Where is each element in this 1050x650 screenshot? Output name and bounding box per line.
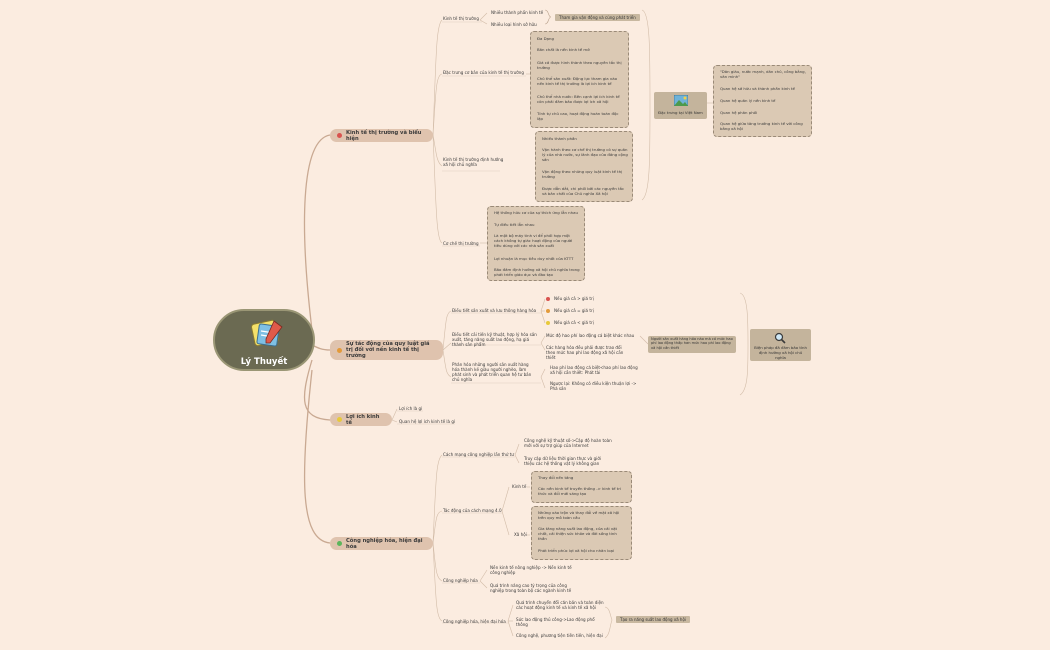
feature-item[interactable]: Đa Dạng xyxy=(537,36,554,41)
root-title: Lý Thuyết xyxy=(240,357,288,367)
vn-item[interactable]: Quan hệ sở hữu và thành phần kinh tế xyxy=(720,86,795,91)
node-differentiation[interactable]: Phân hóa những người sản xuất hàng hóa t… xyxy=(452,362,532,382)
node-modernization[interactable]: Công nghiệp hóa, hiện đại hóa xyxy=(443,619,506,624)
economy-item[interactable]: Các nền kinh tế truyền thống -> kinh tế … xyxy=(538,486,621,496)
bracket-icon xyxy=(545,9,551,25)
producer-advantage-tag[interactable]: Người sản xuất hàng hóa nào mà có mức ha… xyxy=(648,336,736,353)
oriented-item[interactable]: Vận hành theo cơ chế thị trường có sự qu… xyxy=(542,147,628,162)
feature-item[interactable]: Giá cả được hình thành theo nguyên tắc t… xyxy=(537,60,622,70)
landscape-icon xyxy=(674,95,688,106)
node-interest-relations[interactable]: Quan hệ lợi ích kinh tế là gì xyxy=(399,419,456,424)
node-tech-improvement[interactable]: Điều tiết cải tiến kỹ thuật, hợp lý hóa … xyxy=(452,332,537,347)
vietnam-features-box: "Dân giàu, nước mạnh, dân chủ, công bằng… xyxy=(713,65,812,137)
safeguard-node[interactable]: Biện pháp đã đảm bảo tính định hướng xã … xyxy=(750,329,811,361)
oriented-item[interactable]: Nhiều thành phần xyxy=(542,136,577,141)
magnifier-icon xyxy=(774,332,786,344)
modernization-item[interactable]: Công nghệ, phương tiện tiên tiến, hiện đ… xyxy=(516,633,603,638)
node-multi-sector[interactable]: Nhiều thành phần kinh tế xyxy=(491,10,544,15)
vn-item[interactable]: Quan hệ phân phối xyxy=(720,110,758,115)
vn-item[interactable]: "Dân giàu, nước mạnh, dân chủ, công bằng… xyxy=(720,69,806,79)
node-economy[interactable]: Kinh tế xyxy=(512,484,527,489)
price-below-value[interactable]: Nếu giá cả < giá trị xyxy=(554,320,594,325)
feature-item[interactable]: Bản chất là nền kinh tế mở xyxy=(537,47,590,52)
feature-item[interactable]: Tính tự chủ cao, hoạt động hoàn toàn độc… xyxy=(537,111,619,121)
node-multi-ownership[interactable]: Nhiều loại hình sở hữu xyxy=(491,22,537,27)
branch-label: Công nghiệp hóa, hiện đại hóa xyxy=(346,537,423,550)
node-socialist-oriented[interactable]: Kinh tế thị trường định hướng xã hội chủ… xyxy=(443,157,504,167)
root-node[interactable]: Lý Thuyết xyxy=(213,309,315,371)
mechanism-item[interactable]: Là một bộ máy tinh vi để phối hợp một cá… xyxy=(494,233,573,248)
society-box: Những xáo trộn và thay đổi về mặt xã hội… xyxy=(531,506,632,560)
node-impact-4-0[interactable]: Tác động của cách mạng 4.0 xyxy=(443,508,502,513)
vn-item[interactable]: Quan hệ giữa tăng trưởng kinh tế với côn… xyxy=(720,121,803,131)
price-equal-value[interactable]: Nếu giá cả = giá trị xyxy=(554,308,594,313)
vietnam-features-label: Đặc trưng tại Việt Nam xyxy=(658,110,703,115)
basic-features-box: Đa Dạng Bản chất là nền kinh tế mở Giá c… xyxy=(530,31,629,128)
vn-item[interactable]: Quan hệ quản lý nền kinh tế xyxy=(720,98,776,103)
tag-co-develop[interactable]: Tham gia vận động và cùng phát triển xyxy=(555,14,640,21)
equal-icon xyxy=(546,309,550,313)
priority-2-icon xyxy=(337,347,342,353)
plus-icon xyxy=(546,321,550,325)
mechanism-item[interactable]: Lợi nhuận là mục tiêu duy nhất của KTTT xyxy=(494,256,574,261)
mechanism-item[interactable]: Tự điều tiết lẫn nhau xyxy=(494,222,535,227)
branch-label: Sự tác động của quy luật giá trị đối với… xyxy=(346,341,430,359)
economy-item[interactable]: Thay đổi nền tảng xyxy=(538,475,574,480)
industry-4-item[interactable]: Truy cập dữ liệu thời gian thực và giới … xyxy=(524,456,601,466)
society-item[interactable]: Phát triển phúc lợi xã hội cho nhân loại xyxy=(538,548,615,553)
tag-social-productivity[interactable]: Tạo ra năng suất lao động xã hội xyxy=(616,616,691,623)
node-market-economy[interactable]: Kinh tế thị trường xyxy=(443,16,479,21)
industry-4-item[interactable]: Công nghệ kỹ thuật số->Cập độ hoàn toàn … xyxy=(524,438,612,448)
branch-label: Lợi ích kinh tế xyxy=(346,413,380,426)
economy-box: Thay đổi nền tảng Các nền kinh tế truyền… xyxy=(531,471,632,503)
minus-icon xyxy=(546,297,550,301)
differentiation-item[interactable]: Hao phí lao động cá biệt<hao phí lao độn… xyxy=(550,365,638,375)
market-mechanism-box: Hệ thống hữu cơ của sự thích ứng lẫn nha… xyxy=(487,206,585,281)
industrialization-item[interactable]: Nền kinh tế nông nghiệp -> Nền kinh tế c… xyxy=(490,565,572,575)
feature-item[interactable]: Chủ thể nhà nước: Bên cạnh lợi ích kinh … xyxy=(537,94,620,104)
node-what-is-interest[interactable]: Lợi ích là gì xyxy=(399,406,423,411)
node-industrialization[interactable]: Công nghiệp hóa xyxy=(443,578,478,583)
node-regulate-production[interactable]: Điều tiết sản xuất và lưu thông hàng hóa xyxy=(452,308,537,313)
safeguard-label: Biện pháp đã đảm bảo tính định hướng xã … xyxy=(754,345,807,360)
vietnam-features-node[interactable]: Đặc trưng tại Việt Nam xyxy=(654,92,707,119)
branch-label: Kinh tế thị trường và biểu hiện xyxy=(346,129,422,142)
branch-economic-interest[interactable]: Lợi ích kinh tế xyxy=(330,413,392,426)
node-society[interactable]: Xã hội xyxy=(514,532,527,537)
differentiation-item[interactable]: Ngược lại: Không có điều kiện thuận lợi … xyxy=(550,381,637,391)
socialist-oriented-box: Nhiều thành phần Vận hành theo cơ chế th… xyxy=(535,131,633,202)
society-item[interactable]: Gia tăng năng suất lao động, của cải vật… xyxy=(538,526,618,541)
price-above-value[interactable]: Nếu giá cả > giá trị xyxy=(554,296,594,301)
node-basic-features[interactable]: Đặc trưng cơ bản của kinh tế thị trường xyxy=(443,70,524,75)
feature-item[interactable]: Chủ thể sản xuất: Động lực tham gia vào … xyxy=(537,76,617,86)
oriented-item[interactable]: Được dẫn dắt, chi phối bởi các nguyên tắ… xyxy=(542,186,625,196)
node-market-mechanism[interactable]: Cơ chế thị trường xyxy=(443,241,479,246)
priority-1-icon xyxy=(337,133,342,138)
oriented-item[interactable]: Vận động theo những quy luật kinh tế thị… xyxy=(542,169,623,179)
priority-3-icon xyxy=(337,417,342,422)
industrialization-item[interactable]: Quá trình nâng cao tỷ trọng của công ngh… xyxy=(490,583,572,593)
notes-icon xyxy=(251,319,283,347)
branch-market-economy[interactable]: Kinh tế thị trường và biểu hiện xyxy=(330,129,433,142)
priority-4-icon xyxy=(337,541,342,546)
mechanism-item[interactable]: Bảo đảm định hướng xã hội chủ nghĩa tron… xyxy=(494,267,580,277)
society-item[interactable]: Những xáo trộn và thay đổi về mặt xã hội… xyxy=(538,510,620,520)
modernization-item[interactable]: Quá trình chuyển đổi căn bản và toàn diệ… xyxy=(516,600,604,610)
modernization-item[interactable]: Sức lao động thủ công->Lao động phổ thôn… xyxy=(516,617,595,627)
branch-industrialization[interactable]: Công nghiệp hóa, hiện đại hóa xyxy=(330,537,433,550)
labor-cost-item[interactable]: Các hàng hóa đều phải được trao đổi theo… xyxy=(546,345,624,360)
labor-cost-item[interactable]: Mức độ hao phí lao động cá biệt khác nha… xyxy=(546,333,635,338)
node-industry-4[interactable]: Cách mạng công nghiệp lần thứ tư xyxy=(443,452,514,457)
mechanism-item[interactable]: Hệ thống hữu cơ của sự thích ứng lẫn nha… xyxy=(494,210,578,215)
branch-value-law[interactable]: Sự tác động của quy luật giá trị đối với… xyxy=(330,340,443,360)
